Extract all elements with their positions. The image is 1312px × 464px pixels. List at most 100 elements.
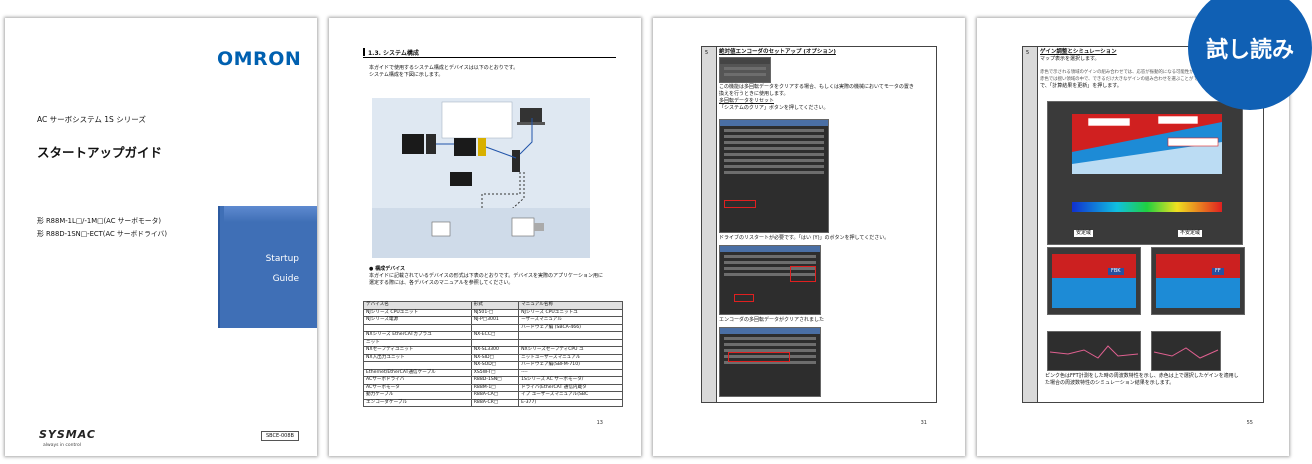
table-cell: NXシリーズセーフティCPU ユ <box>518 346 623 355</box>
cleared-screenshot <box>719 327 821 397</box>
device-note-line-2: 選定する際には、各デバイスのマニュアルを参照してください。 <box>369 280 514 286</box>
table-cell <box>518 331 623 340</box>
cleared-text: エンコーダの多回転データがクリアされました <box>719 317 825 323</box>
table-cell: NX-SL3300 <box>470 346 520 355</box>
cover-page: OMRON AC サーボシステム 1S シリーズ スタートアップガイド 形 R8… <box>5 18 317 456</box>
table-cell: NXシリーズ EtherCATカプラユ <box>363 331 472 340</box>
document-code: SBCE-008B <box>261 431 299 441</box>
table-cell: ACサーボモータ <box>363 383 472 392</box>
freq-plot-right <box>1151 331 1221 371</box>
table-cell: NX入出力ユニット <box>363 353 472 362</box>
sysmac-logo: SYSMAC <box>39 428 97 441</box>
section-heading: 1.3. システム構成 <box>363 48 616 58</box>
table-cell: イプ ユーザーズマニュアル(SBC <box>518 391 623 400</box>
table-cell: XS5W-T□ <box>470 368 520 377</box>
gain-map-screenshot: 安定域 不安定域 <box>1047 101 1243 245</box>
table-row: NX-SOD□ハードウェア編(SBFM-710) <box>363 361 623 370</box>
cover-title: スタートアップガイド <box>37 145 163 160</box>
table-cell: ニットユーザーズマニュアル <box>518 353 623 362</box>
step-frame: 5 絶対値エンコーダのセットアップ (オプション) この機能は多回転データをクリ… <box>701 46 937 403</box>
table-cell: 動力ケーブル <box>363 391 472 400</box>
table-cell <box>470 323 520 332</box>
caption-line-1: ピンク色はFFT計測をした時の周波数特性を示し、赤色は上で選択したゲインを適用し <box>1045 373 1239 379</box>
page-number: 13 <box>596 420 603 426</box>
caption-line-2: た場合の周波数特性のシミュレーション結果を示します。 <box>1045 380 1175 386</box>
intro-line-1: 本ガイドで使用するシステム構成とデバイスは以下のとおりです。 <box>369 65 519 71</box>
series-name: AC サーボシステム 1S シリーズ <box>37 115 146 124</box>
table-cell <box>470 338 520 347</box>
table-cell: 1Sシリーズ AC サーボモータ/ <box>518 376 623 385</box>
restart-text: ドライブのリスタートが必要です。「はい (Y)」のボタンを押してください。 <box>719 235 890 241</box>
system-diagram <box>372 98 590 258</box>
table-cell: ハードウェア編 (SBCA-466) <box>518 323 623 332</box>
table-header: マニュアル名称 <box>518 301 623 310</box>
box-line-2: Guide <box>272 274 299 284</box>
table-cell: R88M-1□ <box>470 383 520 392</box>
step-number: 5 <box>705 50 709 56</box>
page-number: 55 <box>1246 420 1253 426</box>
intro-text: 本ガイドで使用するシステム構成とデバイスは以下のとおりです。 システム構成を下図… <box>369 65 609 79</box>
table-cell: R88D-1SN□ <box>470 376 520 385</box>
freq-caption: ピンク色はFFT計測をした時の周波数特性を示し、赤色は上で選択したゲインを適用し… <box>1045 373 1259 387</box>
table-row: ニット <box>363 338 623 347</box>
ff-map-screenshot: FF <box>1151 247 1245 315</box>
table-header: 形式 <box>470 301 520 310</box>
ff-label: FF <box>1212 268 1224 275</box>
omron-logo: OMRON <box>217 48 302 70</box>
gain-text-3: 赤色では揺い領域の中で、できるだけ大きなゲインの組み合わせを選ぶことができます。 <box>1040 77 1215 82</box>
step-title: 絶対値エンコーダのセットアップ (オプション) <box>719 49 836 55</box>
system-config-page: 1.3. システム構成 本ガイドで使用するシステム構成とデバイスは以下のとおりで… <box>329 18 641 456</box>
fbk-label: FBK <box>1108 268 1124 275</box>
table-cell: NX-SID□ <box>470 353 520 362</box>
model-list: 形 R88M-1L□/-1M□(AC サーボモータ) 形 R88D-1SN□-E… <box>37 215 167 241</box>
table-cell <box>363 323 472 332</box>
device-note-title: ● 構成デバイス <box>369 266 405 272</box>
encoder-text: この機能は多回転データをクリアする場合、もしくは実際の機械においてモータの置き … <box>719 84 933 112</box>
table-cell: NJシリーズ電源 <box>363 316 472 325</box>
encoder-text-3: 「システムのクリア」ボタンを押してください。 <box>719 105 829 111</box>
table-cell: ニット <box>363 338 472 347</box>
reset-multiturn-link[interactable]: 多回転データをリセット <box>719 98 775 104</box>
stable-region-label: 安定域 <box>1074 230 1094 237</box>
freq-plot-left <box>1047 331 1141 371</box>
table-cell: R88A-CR□ <box>470 398 520 407</box>
unstable-region-label: 不安定域 <box>1178 230 1203 237</box>
menu-screenshot <box>719 57 771 83</box>
box-line-1: Startup <box>265 254 299 264</box>
table-cell: NJシリーズ CPUユニットユ <box>518 308 623 317</box>
table-row: ハードウェア編 (SBCA-466) <box>363 323 623 332</box>
table-cell: NJシリーズ CPUユニット <box>363 308 472 317</box>
step-title: ゲイン調整とシミュレーション <box>1040 49 1117 55</box>
table-cell: NX-SOD□ <box>470 361 520 370</box>
gain-text-4: で、「計算結果を更新」を押します。 <box>1040 83 1122 89</box>
table-cell: NXセーフティユニット <box>363 346 472 355</box>
encoder-text-1: この機能は多回転データをクリアする場合、もしくは実際の機械においてモータの置き <box>719 84 914 90</box>
table-cell: R88A-CA□ <box>470 391 520 400</box>
intro-line-2: システム構成を下図に示します。 <box>369 72 444 78</box>
table-cell: ACサーボドライバ <box>363 376 472 385</box>
preview-badge[interactable]: 試し読み <box>1188 0 1312 110</box>
table-cell: ---- <box>518 368 623 377</box>
table-cell: ーザーズマニュアル <box>518 316 623 325</box>
table-cell: エンコーダケーブル <box>363 398 472 407</box>
table-cell: NJ-P□3001 <box>470 316 520 325</box>
sysmac-tagline: always in control <box>43 443 82 448</box>
gain-text-1: マップ表示を選択します。 <box>1040 56 1100 62</box>
encoder-dialog-screenshot <box>719 119 829 233</box>
table-cell: NX-ECC□ <box>470 331 520 340</box>
step-number: 5 <box>1026 50 1030 56</box>
restart-dialog-screenshot <box>719 245 821 315</box>
table-header: デバイス名 <box>363 301 472 310</box>
model-driver: 形 R88D-1SN□-ECT(AC サーボドライバ) <box>37 230 167 238</box>
